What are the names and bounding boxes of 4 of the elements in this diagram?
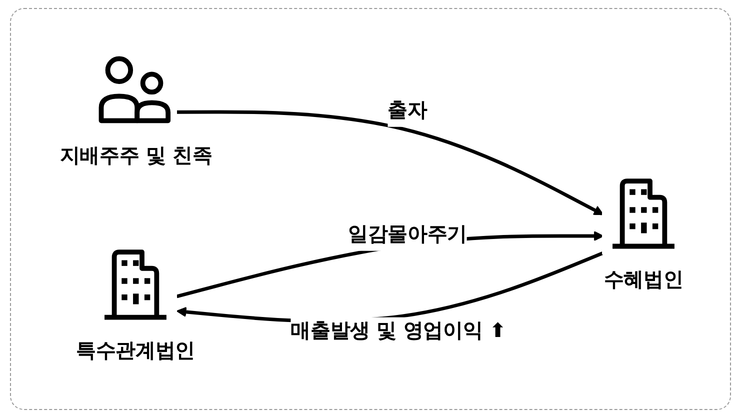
edge-label: 일감몰아주기: [348, 222, 467, 246]
node-text: 수혜법인: [604, 268, 684, 292]
edge-label: 출자: [388, 98, 428, 122]
edge-label: 매출발생 및 영업이익 ⬆: [290, 320, 506, 343]
